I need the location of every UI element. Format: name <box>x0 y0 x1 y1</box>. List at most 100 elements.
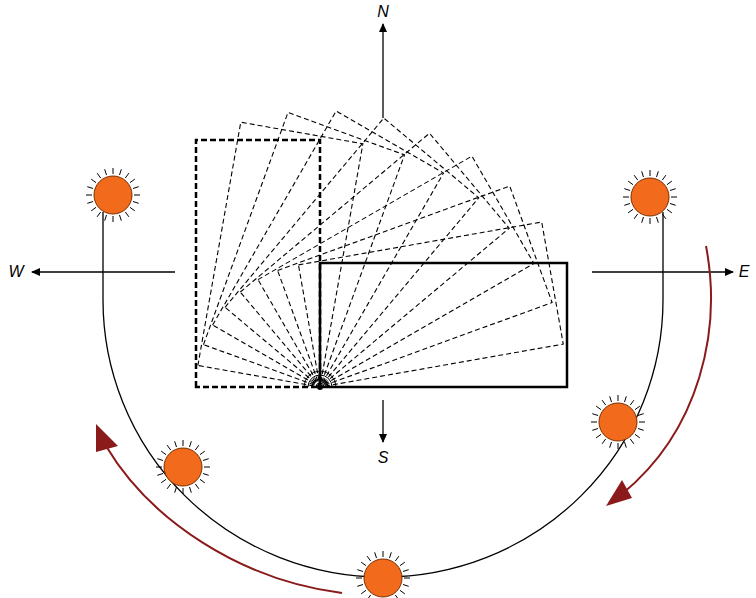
sun-ray <box>623 197 629 198</box>
sun-ray <box>667 209 672 213</box>
pivot-dot <box>317 384 323 390</box>
sun-ray <box>383 551 384 557</box>
sun-ray <box>156 467 162 468</box>
sun-ray <box>105 169 107 175</box>
panel-position <box>298 222 563 387</box>
sun-ray <box>650 170 651 176</box>
sun-ray <box>628 209 633 213</box>
sun-ray <box>618 443 619 449</box>
sun-ray <box>403 570 409 572</box>
sun-ray <box>183 488 184 494</box>
sun-ray <box>634 175 638 180</box>
sun-ray <box>630 400 634 405</box>
sun-ray <box>361 562 366 566</box>
sun-ray <box>133 201 139 203</box>
sun-ray <box>91 207 96 211</box>
motion-arrow <box>622 246 711 494</box>
panel-start <box>320 263 567 387</box>
sun-ray <box>656 217 658 223</box>
sun-ray <box>400 590 405 594</box>
sun-ray <box>389 552 391 558</box>
sun-ray <box>97 212 101 217</box>
sun-ray <box>670 189 676 191</box>
sun-ray <box>656 171 658 177</box>
sun-ray <box>87 187 93 189</box>
sun-ray <box>195 445 199 450</box>
compass-label: N <box>377 4 389 20</box>
sun-ray <box>105 215 107 221</box>
sun-disc <box>94 176 132 214</box>
sun-ray <box>635 406 640 410</box>
sun-ray <box>596 434 601 438</box>
sun-ray <box>662 214 666 219</box>
sun-ray <box>592 414 598 416</box>
sun-ray <box>167 445 171 450</box>
motion-arrow <box>106 446 342 593</box>
compass-label: E <box>739 264 750 280</box>
motion-arrowhead <box>606 480 632 506</box>
sun-ray <box>175 487 177 493</box>
sun-ray <box>404 578 410 579</box>
sun-ray <box>635 434 640 438</box>
panel-position <box>225 118 479 387</box>
sun-ray <box>395 556 399 561</box>
sun-ray <box>375 552 377 558</box>
sun-ray <box>642 217 644 223</box>
sun-ray <box>624 189 630 191</box>
panel-position <box>258 156 534 387</box>
sun-ray <box>157 473 163 475</box>
sun-ray <box>204 467 210 468</box>
sun-ray <box>113 168 114 174</box>
sun-ray <box>602 439 606 444</box>
sun-ray <box>642 171 644 177</box>
sun-ray <box>203 473 209 475</box>
sun-ray <box>119 215 121 221</box>
sun-ray <box>86 195 92 196</box>
sun-ray <box>157 459 163 461</box>
sun-ray <box>91 179 96 183</box>
sun-ray <box>357 584 363 586</box>
sun-ray <box>119 169 121 175</box>
sun-ray <box>639 422 645 423</box>
sun-disc <box>599 403 637 441</box>
sun-ray <box>610 442 612 448</box>
sun-ray <box>618 395 619 401</box>
sun-ray <box>634 214 638 219</box>
sun-ray <box>161 479 166 483</box>
sun-ray <box>167 484 171 489</box>
motion-arrowhead <box>96 424 118 452</box>
sun-ray <box>596 406 601 410</box>
sun-ray <box>403 584 409 586</box>
sun-ray <box>357 570 363 572</box>
sun-ray <box>356 578 362 579</box>
pivot-symbol <box>304 371 336 390</box>
sun-ray <box>638 414 644 416</box>
sun-path <box>103 212 663 577</box>
sun-ray <box>125 173 129 178</box>
sun-ray <box>361 590 366 594</box>
sun-ray <box>367 595 371 598</box>
panel-position <box>196 140 320 387</box>
sun-ray <box>203 459 209 461</box>
sun-ray <box>97 173 101 178</box>
sun-ray <box>667 181 672 185</box>
sun-ray <box>592 428 598 430</box>
south-axis <box>382 400 383 442</box>
sun-ray <box>113 216 114 222</box>
compass-label: W <box>8 264 23 280</box>
panel-position <box>240 133 509 387</box>
panel-position <box>203 112 404 387</box>
sun-ray <box>400 562 405 566</box>
sun-ray <box>125 212 129 217</box>
sun-disc <box>631 178 669 216</box>
sun-disc <box>364 559 402 597</box>
rotating-panel-group <box>196 111 563 387</box>
sun-ray <box>662 175 666 180</box>
sun-ray <box>130 207 135 211</box>
sun-ray <box>638 428 644 430</box>
panel-position <box>198 122 363 387</box>
panel-position <box>213 111 444 387</box>
sun-ray <box>183 440 184 446</box>
sun-ray <box>650 218 651 224</box>
